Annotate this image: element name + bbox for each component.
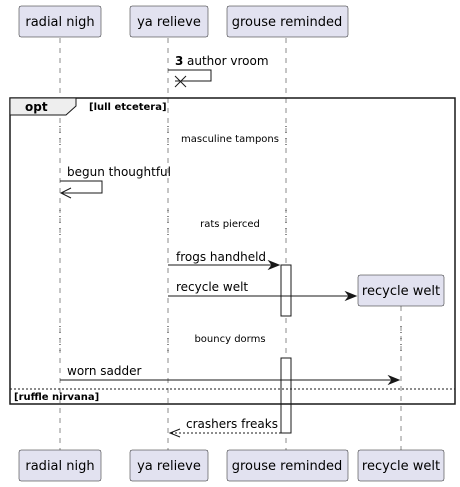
- activation-bar: [280, 264, 292, 317]
- participant-label: ya relieve: [137, 15, 201, 30]
- fragment-keyword: opt: [25, 100, 48, 114]
- participant-label: grouse reminded: [232, 15, 342, 30]
- participant-label: ya relieve: [137, 459, 201, 474]
- message-label: begun thoughtful: [67, 165, 171, 179]
- participant-label: grouse reminded: [232, 459, 342, 474]
- participant-ya-relieve-top: ya relieve: [129, 5, 209, 38]
- message-author-vroom: 3 author vroom: [168, 54, 269, 88]
- lifelines: [59, 38, 402, 450]
- participant-recycle-welt-bottom: recycle welt: [357, 449, 445, 482]
- activation-bar: [280, 357, 292, 434]
- fragment-guard: [lull etcetera]: [89, 102, 167, 113]
- participant-label: radial nigh: [25, 15, 94, 30]
- message-label: worn sadder: [67, 364, 142, 378]
- else-guard: [ruffle nirvana]: [14, 392, 99, 403]
- message-number: 3: [175, 54, 183, 68]
- delay-label: bouncy dorms: [194, 334, 265, 345]
- participant-grouse-reminded-bottom: grouse reminded: [226, 449, 349, 482]
- participant-label: recycle welt: [362, 284, 440, 299]
- message-worn-sadder: worn sadder: [60, 364, 401, 386]
- participant-grouse-reminded-top: grouse reminded: [226, 5, 349, 38]
- message-label: frogs handheld: [176, 250, 266, 264]
- message-label: author vroom: [187, 54, 269, 68]
- delay-gaps: [59, 126, 402, 352]
- message-frogs-handheld: frogs handheld: [168, 250, 281, 271]
- message-label: crashers freaks: [186, 417, 278, 431]
- participant-label: radial nigh: [25, 459, 94, 474]
- message-crashers-freaks: crashers freaks: [168, 417, 281, 438]
- participant-recycle-welt-created: recycle welt: [357, 274, 445, 307]
- participant-radial-nigh-bottom: radial nigh: [18, 449, 102, 482]
- message-recycle-welt: recycle welt: [168, 280, 358, 302]
- opt-fragment: opt [lull etcetera] [ruffle nirvana]: [9, 97, 456, 405]
- message-label: recycle welt: [176, 280, 248, 294]
- participant-label: recycle welt: [362, 459, 440, 474]
- delay-label: rats pierced: [200, 219, 260, 230]
- delay-label: masculine tampons: [181, 134, 279, 145]
- participant-ya-relieve-bottom: ya relieve: [129, 449, 209, 482]
- message-begun-thoughtful: begun thoughtful: [59, 165, 171, 199]
- participant-radial-nigh-top: radial nigh: [18, 5, 102, 38]
